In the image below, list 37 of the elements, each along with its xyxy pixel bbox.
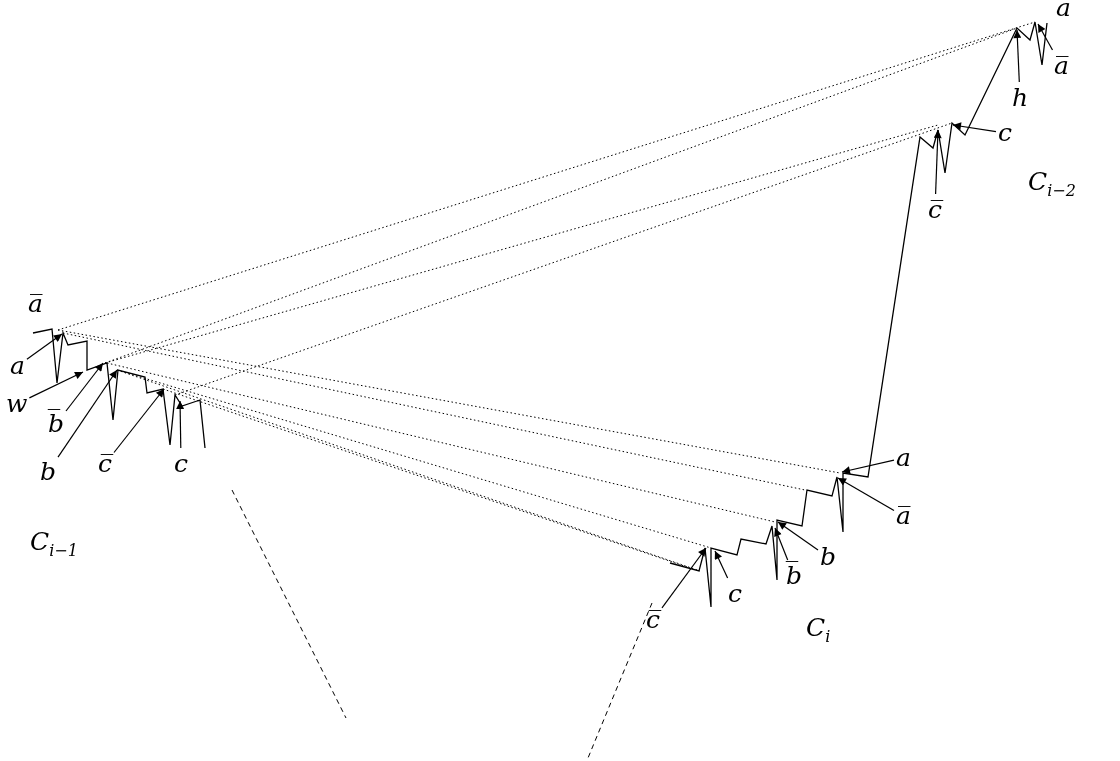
point-label: b̅	[786, 562, 802, 590]
point-label: c̅	[646, 606, 660, 634]
leader-line	[933, 129, 942, 195]
point-label: c	[998, 119, 1012, 147]
point-label: a̅	[1054, 52, 1069, 80]
curve-label: C$_{i−2}$	[1028, 168, 1076, 202]
curve-label: C$_{i−1}$	[30, 528, 78, 562]
leader-line	[661, 547, 707, 609]
point-label: b	[820, 543, 836, 571]
point-label: a	[10, 352, 25, 380]
leader-line	[952, 122, 997, 133]
point-label: b̅	[48, 410, 64, 438]
leader-line	[841, 459, 895, 475]
leader-line	[28, 371, 84, 399]
point-label: a̅	[896, 502, 911, 530]
leader-line	[26, 333, 63, 360]
vertex-label: a	[1056, 0, 1071, 22]
leader-line	[57, 369, 118, 458]
point-label: w	[6, 390, 28, 418]
point-label: c	[728, 580, 742, 608]
leader-line	[777, 521, 819, 551]
point-label: c̅	[98, 450, 112, 478]
leader-line	[1037, 23, 1054, 51]
leader-line	[774, 527, 789, 561]
curve-label: C$_{i}$	[806, 614, 831, 648]
leader-line	[113, 388, 165, 454]
leader-line	[1013, 29, 1022, 83]
point-label: b	[40, 458, 56, 486]
leader-line	[837, 477, 895, 512]
point-label: c̅	[928, 196, 942, 224]
leader-line	[65, 362, 104, 412]
vertex-label: a̅	[28, 290, 43, 318]
point-label: c	[174, 450, 188, 478]
point-label: a	[896, 444, 911, 472]
leader-line	[714, 550, 729, 579]
leader-line	[176, 400, 185, 449]
point-label: h	[1012, 84, 1029, 112]
